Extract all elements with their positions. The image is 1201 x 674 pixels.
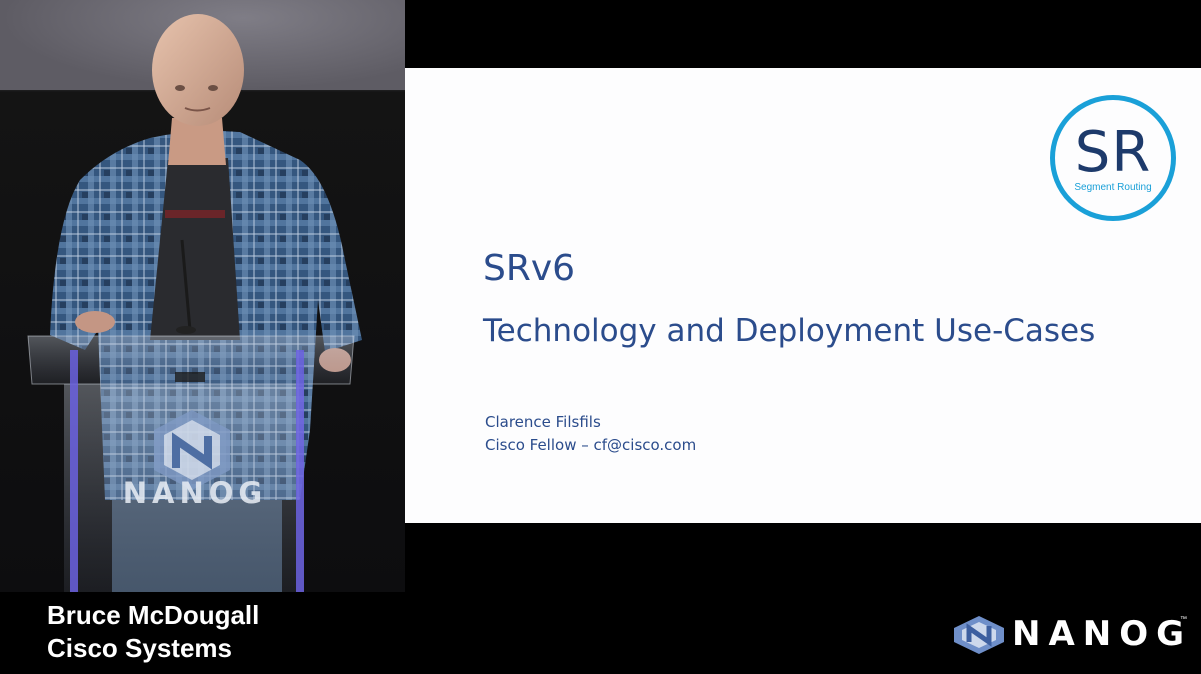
nanog-logo-text: NANOG <box>1012 614 1193 654</box>
podium-logo-mark <box>154 410 230 490</box>
slide-contact: Cisco Fellow – cf@cisco.com <box>485 436 697 454</box>
slide-author: Clarence Filsfils <box>485 413 601 431</box>
segment-routing-logo: SR Segment Routing <box>1050 95 1176 221</box>
segment-routing-logo-sub: Segment Routing <box>1074 182 1152 193</box>
speaker-illustration <box>27 14 362 592</box>
speaker-video-feed: NANOG <box>0 0 405 592</box>
speaker-tshirt <box>150 158 240 340</box>
slide-subtitle: Technology and Deployment Use-Cases <box>483 313 1096 349</box>
segment-routing-logo-main: SR <box>1074 120 1152 185</box>
nanog-logo-icon <box>954 616 1004 654</box>
trademark-symbol: ™ <box>1180 616 1187 623</box>
speaker-head <box>152 14 244 126</box>
podium-top <box>27 335 355 385</box>
speaker-organization: Cisco Systems <box>47 633 232 663</box>
slide-title: SRv6 <box>483 248 576 289</box>
presentation-slide: SR Segment Routing SRv6 Technology and D… <box>405 68 1201 523</box>
podium-logo-text: NANOG <box>122 476 268 510</box>
speaker-name: Bruce McDougall <box>47 600 260 630</box>
